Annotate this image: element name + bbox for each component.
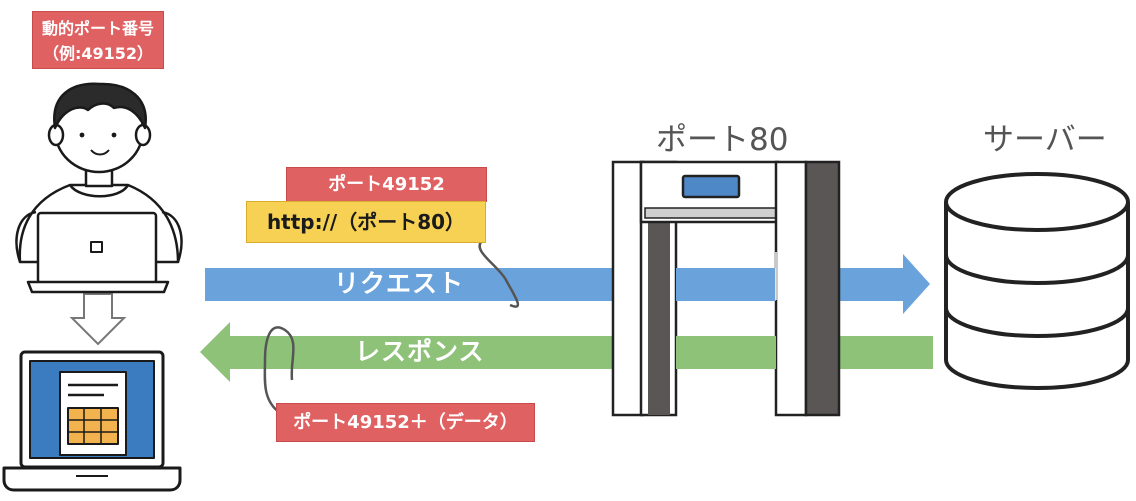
response-label: レスポンス (355, 337, 485, 366)
laptop-document-icon (2, 350, 182, 492)
response-port-tag: ポート49152＋（データ） (276, 403, 535, 442)
request-label: リクエスト (334, 269, 465, 298)
server-label: サーバー (983, 122, 1107, 158)
database-server-icon (943, 172, 1131, 390)
request-port-tag: ポート49152 (286, 167, 487, 202)
response-tag-connector (263, 326, 295, 415)
dynamic-port-label-line2: （例:49152） (42, 44, 154, 63)
request-tag-connector (478, 239, 520, 308)
gate-label: ポート80 (656, 122, 789, 158)
dynamic-port-label-line1: 動的ポート番号 (41, 19, 154, 38)
port-gate-icon (611, 160, 841, 417)
user-with-laptop-icon (15, 82, 183, 294)
down-arrow-icon (69, 293, 127, 346)
dynamic-port-label: 動的ポート番号 （例:49152） (32, 11, 164, 69)
request-url-tag: http://（ポート80） (246, 201, 486, 243)
